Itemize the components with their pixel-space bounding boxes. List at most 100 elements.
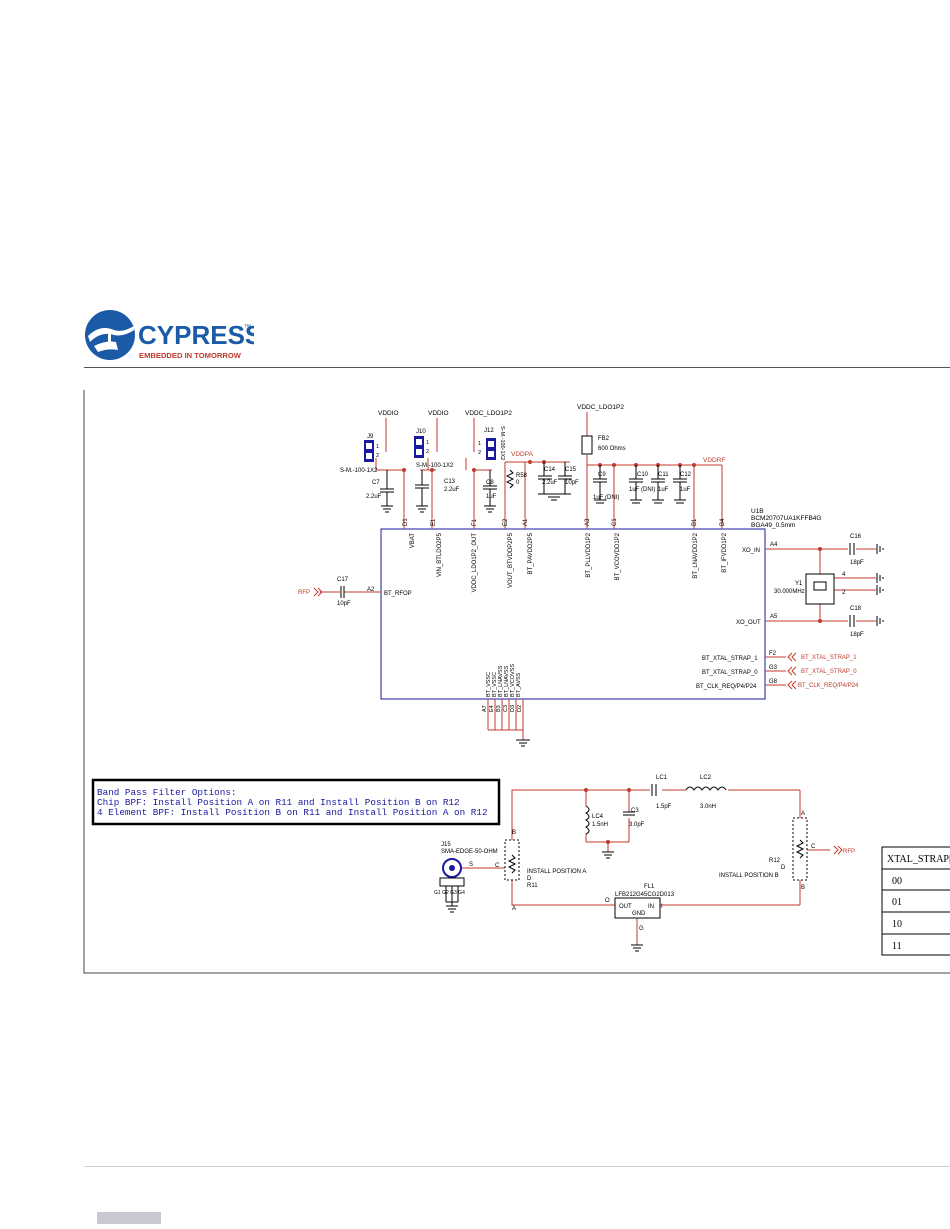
r11-install-label: INSTALL POSITION A <box>527 869 586 875</box>
rf-net-label: RFP <box>298 590 310 596</box>
fl1-pin-g: G <box>639 926 644 932</box>
r12-install-label: INSTALL POSITION B <box>719 873 779 879</box>
c17-value: 10pF <box>337 601 351 607</box>
pin-name-vbat: VBAT <box>410 533 416 549</box>
pin-num-g3: G3 <box>769 665 778 671</box>
header-divider <box>84 367 950 368</box>
c12-ref: C12 <box>680 472 692 478</box>
rfp-arrow-icon <box>313 587 323 597</box>
net-clk-req: BT_CLK_REQ/P4/P24 <box>798 683 859 689</box>
pin-name-bt-ifvdd: BT_IFVDD1P2 <box>722 532 728 572</box>
pin-num-d1: D1 <box>403 518 409 526</box>
pin-num-a5: A5 <box>770 614 778 620</box>
crystal-pin-a: 4 <box>842 572 846 578</box>
net-vddio-1: VDDIO <box>378 410 399 417</box>
c11-value: 1uF <box>658 487 669 493</box>
bpin-num-3: C3 <box>503 705 509 712</box>
c9-ref: C9 <box>598 472 606 478</box>
xtal-strap-table: XTAL_STRAP[ 00 01 10 11 <box>881 846 950 956</box>
fl1-ref: FL1 <box>644 884 655 890</box>
logo-brand-name: CYPRESS <box>138 320 254 350</box>
pin-num-a2: A2 <box>367 587 375 593</box>
r11-pin-b: B <box>512 830 516 836</box>
logo-tagline: EMBEDDED IN TOMORROW <box>139 351 242 360</box>
c10-value: 1uF (DNI) <box>629 487 655 493</box>
j15-pin-s: S <box>469 862 473 868</box>
lc4-value: 1.5nH <box>592 822 608 828</box>
strap-row-11: 11 <box>892 941 902 952</box>
pin-name-vddc-ldo-out: VDDC_LDO1P2_OUT <box>472 533 478 593</box>
jumper-j12: J12 1 2 S-M.-100-1X2 <box>478 426 505 460</box>
c16-ref: C16 <box>850 534 862 540</box>
net-vddc-ldo-2: VDDC_LDO1P2 <box>577 404 624 411</box>
net-vddc-ldo-1: VDDC_LDO1P2 <box>465 410 512 417</box>
j12-pin1: 1 <box>478 441 481 447</box>
logo-trademark: ™ <box>244 324 251 331</box>
j12-part: S-M.-100-1X2 <box>499 426 505 460</box>
c14-ref: C14 <box>544 467 556 473</box>
bpin-name-1: BT_VSSC <box>492 672 498 697</box>
net-vddrf: VDDRF <box>703 457 725 464</box>
crystal-ref: Y1 <box>795 581 803 587</box>
net-vddpa: VDDPA <box>511 451 534 458</box>
c7-value: 2.2uF <box>366 494 382 500</box>
net-xtal-strap-1: BT_XTAL_STRAP_1 <box>801 655 857 661</box>
strap-row-00: 00 <box>892 876 902 887</box>
c13-value: 2.2uF <box>444 487 460 493</box>
bpin-name-2: BT_LNAVSS <box>498 665 504 697</box>
r12-footprint <box>792 817 808 881</box>
jumper-j9: J9 1 2 S-M.-100-1X2 <box>340 434 379 474</box>
fl1-gnd: GND <box>632 911 646 917</box>
r12-pin-a: A <box>801 811 805 817</box>
c10-ref: C10 <box>637 472 649 478</box>
c18-ref: C18 <box>850 606 862 612</box>
lc2-value: 3.0nH <box>700 804 716 810</box>
pin-name-xtal-strap-0: BT_XTAL_STRAP_0 <box>702 670 758 676</box>
chip-package: BGA49_0.5mm <box>751 522 795 529</box>
c9-value: 1uF (DNI) <box>593 495 619 501</box>
bpf-note-title: Band Pass Filter Options: <box>97 787 236 798</box>
sma-connector-icon <box>442 858 462 878</box>
j9-ref: J9 <box>367 434 374 440</box>
chip-part: BCM20707UA1KFFB4G <box>751 515 821 522</box>
j10-part: S-M.-100-1X2 <box>416 463 454 469</box>
schematic-frame <box>83 390 950 974</box>
bpin-num-5: D2 <box>517 705 523 712</box>
r12-pin-b: B <box>801 885 805 891</box>
jumper-j10: J10 1 2 S-M.-100-1X2 <box>414 429 454 469</box>
r58-value: 0 <box>516 480 520 486</box>
j10-ref: J10 <box>416 429 426 435</box>
bpin-num-0: A7 <box>482 705 488 712</box>
c3-value: 3.0pF <box>629 822 645 828</box>
crystal-y1 <box>805 573 835 605</box>
net-xtal-strap-0: BT_XTAL_STRAP_0 <box>801 669 857 675</box>
c18-value: 18pF <box>850 632 864 638</box>
strap-table-header: XTAL_STRAP[ <box>887 854 950 865</box>
bpin-name-4: BT_VCOVSS <box>510 664 516 697</box>
fl1-pin-o: O <box>605 898 610 904</box>
bpin-name-3: BT_LNAVSS <box>504 665 510 697</box>
j9-part: S-M.-100-1X2 <box>340 468 378 474</box>
pin-num-c1: C1 <box>612 518 618 526</box>
j9-pin2: 2 <box>376 453 379 459</box>
bpin-num-4: D3 <box>510 705 516 712</box>
pin-num-f2: F2 <box>769 651 777 657</box>
cypress-logo: CYPRESS ™ EMBEDDED IN TOMORROW <box>84 306 262 364</box>
c8-value: 1uF <box>486 494 497 500</box>
pin-name-bt-lnavdd: BT_LNAVDD1P2 <box>693 532 699 578</box>
strap-row-10: 10 <box>892 919 902 930</box>
pin-name-bt-pllvdd: BT_PLLVDD1P2 <box>586 532 592 577</box>
crystal-pin-b: 2 <box>842 590 846 596</box>
pin-num-e1: E1 <box>431 518 437 526</box>
j9-pin1: 1 <box>376 444 379 450</box>
pin-num-a3: A3 <box>585 518 591 526</box>
lc1-value: 1.5pF <box>656 804 672 810</box>
fb2-ref: FB2 <box>598 436 610 442</box>
fl1-in: IN <box>648 904 654 910</box>
rf-net-label-2: RFP <box>843 849 855 855</box>
r11-ref: R11 <box>527 883 538 889</box>
pin-num-a4: A4 <box>770 542 778 548</box>
fl1-out: OUT <box>619 904 632 910</box>
c17-ref: C17 <box>337 577 349 583</box>
c15-ref: C15 <box>565 467 577 473</box>
